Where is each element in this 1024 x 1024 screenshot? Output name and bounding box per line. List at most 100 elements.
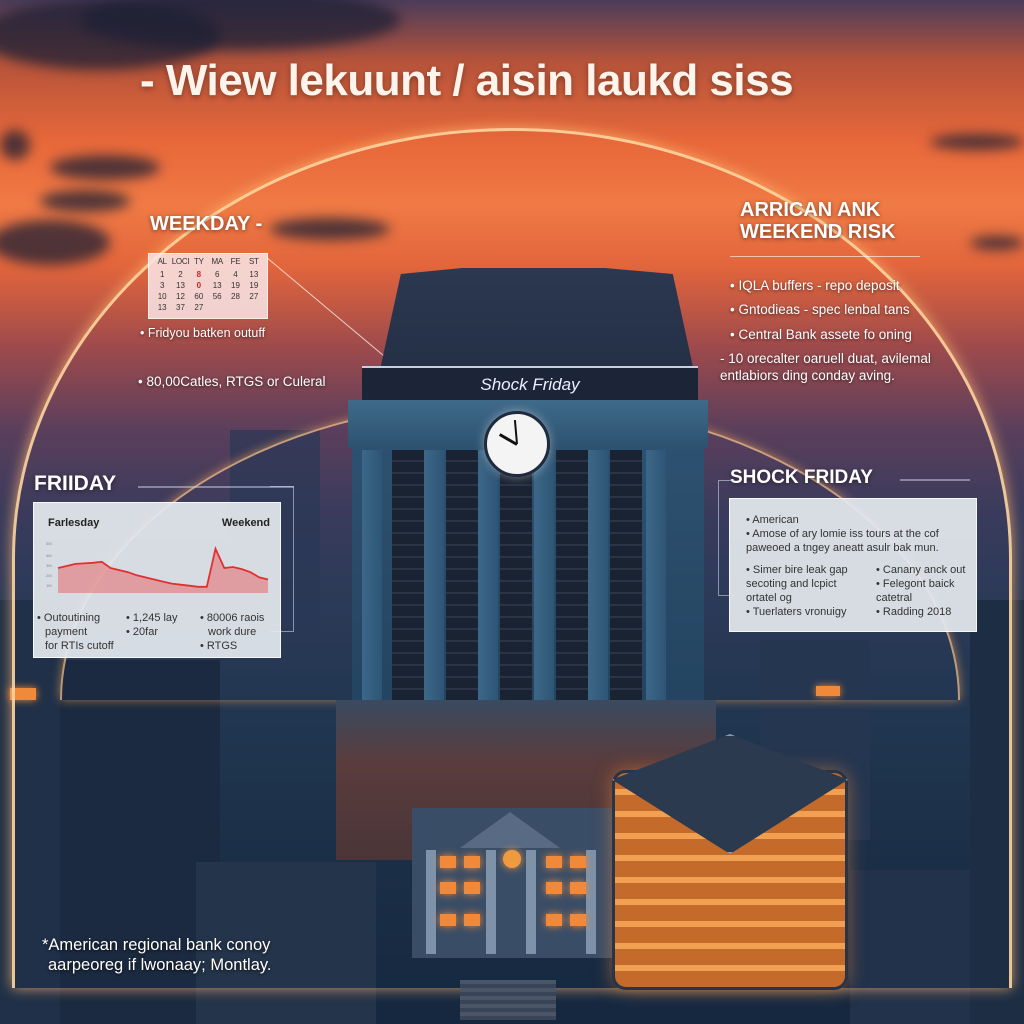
footnote: *American regional bank conoy aarpeoreg … [42,935,271,975]
shock-friday-line: • Radding 2018 [876,606,952,618]
shock-friday-line: • Simer bire leak gap [746,564,848,576]
calendar-cell: 28 [231,292,240,301]
cloud [0,130,30,160]
calendar-row: 10 12 60 56 28 27 [153,291,263,302]
shock-friday-line: • Felegont baick [876,578,955,590]
lit-window [440,914,456,926]
tower-column [478,450,498,720]
lit-window [440,856,456,868]
weekend-risk-bullet: • IQLA buffers - repo deposit [730,278,900,293]
cloud [930,134,1024,150]
calendar-cell: 2 [178,270,183,279]
calendar-row: 3 13 0 13 19 19 [153,280,263,291]
calendar-cell: 13 [157,303,167,312]
weekend-risk-bullet: entlabiors ding conday aving. [720,368,895,383]
tower-window [392,450,424,700]
calendar-day-header: LOCI [171,257,190,266]
calendar-day-header: AL [157,257,167,266]
calendar-cell: 1 [159,270,165,279]
calendar-cell: 19 [249,281,259,290]
tower-window [556,450,588,700]
tower-column [534,450,554,720]
tower-column [646,450,666,720]
calendar-day-header: FE [230,257,241,266]
portico-column [426,850,436,954]
chart-left-label: Farlesday [48,517,100,529]
chart-right-label: Weekend [221,517,270,529]
weekend-risk-heading-line1: ARRICAN ANK [740,199,881,221]
portico-column [486,850,496,954]
lit-window [570,914,586,926]
shock-friday-heading: SHOCK FRIDAY [730,467,873,488]
friday-column-line: • RTGS [200,640,238,652]
calendar-cell: 27 [194,303,204,312]
calendar-cell: 4 [233,270,238,279]
calendar-cell: 12 [176,292,185,301]
lit-window [464,882,480,894]
tower-window [500,450,532,700]
weekday-bullet: • 80,00Catles, RTGS or Culeral [138,374,326,389]
panel-frame [718,480,734,596]
calendar-cell: 3 [159,281,165,290]
calendar-cell: 56 [212,292,222,301]
lit-window [570,856,586,868]
divider [730,256,920,257]
weekday-heading: WEEKDAY - [150,213,263,235]
friday-column-line: work dure [208,626,257,638]
chart-area [58,548,268,593]
cloud [50,155,160,180]
svg-text:2M: 2M [46,573,52,578]
portico-column [526,850,536,954]
lit-window [546,856,562,868]
tower-window [610,450,642,700]
friday-column-line: • Outoutining [37,612,101,624]
friday-column: • Outoutining payment for RTIs cutoff [37,611,114,653]
friday-column: • 80006 raois work dure • RTGS [200,611,264,653]
tower-column [424,450,444,720]
calendar-cell: 10 [157,292,167,301]
shock-friday-line: ortatel og [746,592,792,604]
friday-column-line: • 1,245 lay [126,612,178,624]
shock-friday-line: secoting and lcpict [746,578,837,590]
shock-friday-line: catetral [876,592,913,604]
svg-text:4M: 4M [46,553,52,558]
building-sign: Shock Friday [362,366,698,402]
shock-friday-intro-line: • American [746,514,799,526]
glow-arc [12,128,1012,988]
calendar-cell-marked: 8 [196,270,202,279]
calendar-cell: 27 [249,292,259,301]
lit-window [440,882,456,894]
shock-friday-line: • Tuerlaters vronuigy [746,606,847,618]
calendar-day-header: MA [211,257,223,266]
calendar-row: 13 37 27 [153,302,263,313]
shock-friday-panel: • American • Amose of ary lomie iss tour… [729,498,977,632]
entrance-steps [460,980,556,1020]
panel-frame [270,486,294,632]
calendar: AL LOCI TY MA FE ST 1 2 8 6 4 13 3 13 0 … [148,253,268,319]
calendar-header: AL LOCI TY MA FE ST [153,257,263,266]
shock-friday-intro-line: paweoed a tngey aneatt asulr bak mun. [746,542,939,554]
weekend-risk-bullet: • Gntodieas - spec lenbal tans [730,302,910,317]
tower-window [446,450,478,700]
lit-window [546,882,562,894]
calendar-cell [226,302,244,313]
calendar-day-header: ST [249,257,259,266]
lit-window [464,914,480,926]
weekday-bullet: • Fridyou batken outuff [140,326,266,340]
divider [900,479,970,481]
chart-line [57,546,269,588]
friday-column-line: • 20far [126,626,158,638]
cloud [970,236,1024,250]
friday-column-line: for RTIs cutoff [45,640,114,652]
weekend-risk-bullet: • Central Bank assete fo oning [730,327,912,342]
calendar-row: 1 2 8 6 4 13 [153,269,263,280]
weekend-risk-heading: ARRICAN ANK WEEKEND RISK [740,199,896,243]
svg-text:1M: 1M [46,583,52,588]
calendar-cell: 19 [231,281,240,290]
cloud [40,190,130,212]
portico-column [586,850,596,954]
footnote-line: *American regional bank conoy [42,936,271,954]
calendar-cell: 60 [194,292,204,301]
